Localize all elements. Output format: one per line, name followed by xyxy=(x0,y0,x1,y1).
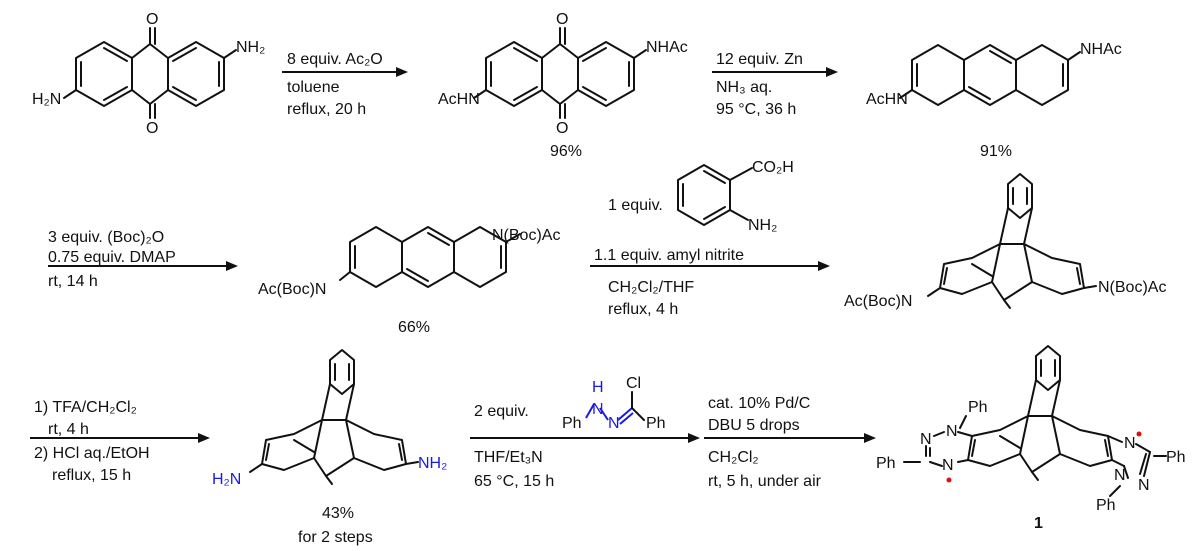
yield-step2: 91% xyxy=(980,143,1012,160)
product-n1-left: N xyxy=(946,423,958,440)
step7-cond-1: cat. 10% Pd/C xyxy=(708,395,810,412)
product-ph-bottom-right: Ph xyxy=(1096,497,1116,514)
amino-group-blue-left: H₂N xyxy=(212,471,241,488)
hydrazone-nh: N xyxy=(592,401,604,418)
step4-cond-3: CH₂Cl₂/THF xyxy=(608,279,694,296)
diaminotriptycene-structure xyxy=(249,349,419,485)
carbonyl-o-bottom: O xyxy=(146,120,158,137)
radical-dot-right xyxy=(1136,431,1142,437)
boc-amide-right-2: N(Boc)Ac xyxy=(1098,279,1166,296)
boc-amide-left: Ac(Boc)N xyxy=(258,281,326,298)
yield-step5-a: 43% xyxy=(322,505,354,522)
step7-cond-3: CH₂Cl₂ xyxy=(708,449,759,466)
amino-group-reagent: NH₂ xyxy=(748,217,777,234)
step5-cond-3: 2) HCl aq./EtOH xyxy=(34,445,150,462)
product-n1-right: N xyxy=(1124,435,1136,452)
step2-cond-2: NH₃ aq. xyxy=(716,79,772,96)
reagent-cl: Cl xyxy=(626,375,641,392)
yield-step1: 96% xyxy=(550,143,582,160)
step2-cond-3: 95 °C, 36 h xyxy=(716,101,796,118)
boc-triptycene-structure xyxy=(927,173,1097,309)
hydrazone-n: N xyxy=(608,415,620,432)
product-n2-right: N xyxy=(1114,467,1126,484)
diaminoanthraquinone-structure xyxy=(63,27,237,119)
boc-anthracene-structure xyxy=(339,226,521,288)
amino-group-blue-right: NH₂ xyxy=(418,455,447,472)
step1-cond-3: reflux, 20 h xyxy=(287,101,366,118)
step3-cond-1: 3 equiv. (Boc)₂O xyxy=(48,229,164,246)
step4-cond-2: 1.1 equiv. amyl nitrite xyxy=(594,247,744,264)
boc-amide-right: N(Boc)Ac xyxy=(492,227,560,244)
step3-cond-3: rt, 14 h xyxy=(48,273,98,290)
product-n3-right: N xyxy=(1138,477,1150,494)
product-n3-left: N xyxy=(942,457,954,474)
carbonyl-o-top: O xyxy=(146,11,158,28)
reagent-ph-left: Ph xyxy=(562,415,582,432)
step6-cond-3: 65 °C, 15 h xyxy=(474,473,554,490)
step7-cond-4: rt, 5 h, under air xyxy=(708,473,822,490)
yield-step3: 66% xyxy=(398,319,430,336)
step3-cond-2: 0.75 equiv. DMAP xyxy=(48,249,176,266)
product-ph-left: Ph xyxy=(876,455,896,472)
step7-cond-2: DBU 5 drops xyxy=(708,417,800,434)
yield-step5-b: for 2 steps xyxy=(298,529,373,546)
compound-number: 1 xyxy=(1034,515,1043,532)
step1-cond-2: toluene xyxy=(287,79,340,96)
boc-amide-left-2: Ac(Boc)N xyxy=(844,293,912,310)
acetamide-right: NHAc xyxy=(646,39,688,56)
hydrazonoyl-chloride-structure xyxy=(585,391,645,425)
step6-cond-2: THF/Et₃N xyxy=(474,449,543,466)
acetamide-right-2: NHAc xyxy=(1080,41,1122,58)
amino-group-right: NH₂ xyxy=(236,39,265,56)
hydrazone-h: H xyxy=(592,379,604,396)
step4-cond-4: reflux, 4 h xyxy=(608,301,678,318)
product-ph-right: Ph xyxy=(1166,449,1186,466)
step4-cond-1: 1 equiv. xyxy=(608,197,663,214)
acetamide-left-2: AcHN xyxy=(866,91,908,108)
step5-cond-4: reflux, 15 h xyxy=(52,467,131,484)
carboxylic-acid-group: CO₂H xyxy=(752,159,794,176)
step2-cond-1: 12 equiv. Zn xyxy=(716,51,803,68)
step6-cond-1: 2 equiv. xyxy=(474,403,529,420)
carbonyl-o-bottom-2: O xyxy=(556,120,568,137)
step5-cond-2: rt, 4 h xyxy=(48,421,89,438)
anthranilic-acid-structure xyxy=(677,164,753,226)
step5-cond-1: 1) TFA/CH₂Cl₂ xyxy=(34,399,137,416)
acetamide-left: AcHN xyxy=(438,91,480,108)
diacetamidoanthracene-structure xyxy=(899,44,1081,106)
radical-dot-left xyxy=(946,477,952,483)
amino-group-left: H₂N xyxy=(32,91,61,108)
triptycene-diradical-structure xyxy=(903,345,1167,497)
product-n2-left: N xyxy=(920,431,932,448)
diacetamidoanthraquinone-structure xyxy=(473,27,647,119)
step1-cond-1: 8 equiv. Ac₂O xyxy=(287,51,383,68)
carbonyl-o-top-2: O xyxy=(556,11,568,28)
product-ph-top-left: Ph xyxy=(968,399,988,416)
reagent-ph-right: Ph xyxy=(646,415,666,432)
